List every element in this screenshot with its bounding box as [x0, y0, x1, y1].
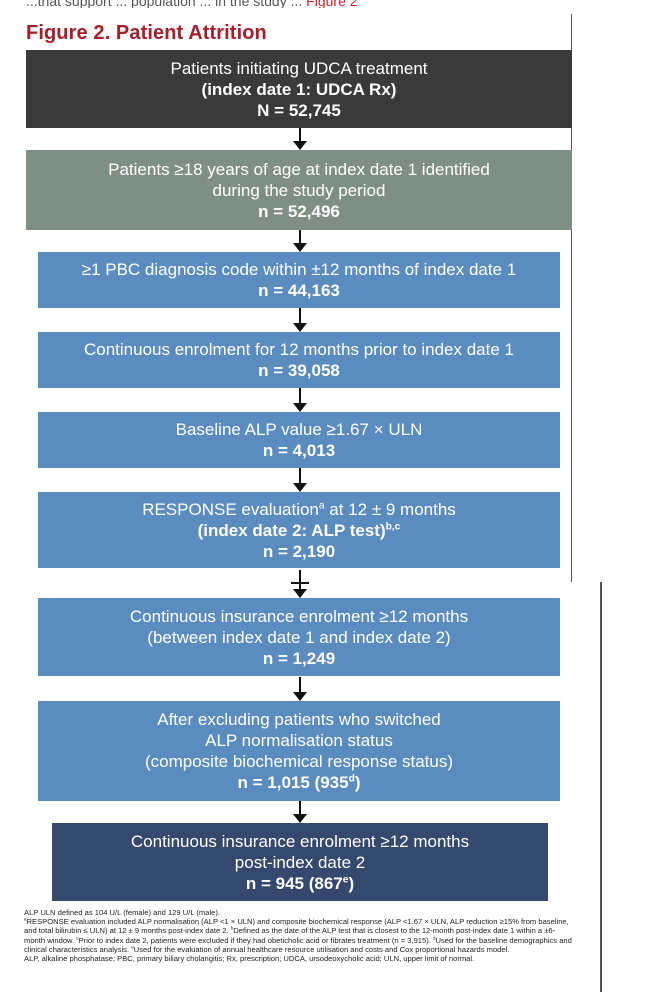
box-line: ≥1 PBC diagnosis code within ±12 months … [81, 260, 517, 279]
box-pbc-diagnosis: ≥1 PBC diagnosis code within ±12 months … [38, 252, 560, 308]
box-line: Baseline ALP value ≥1.67 × ULN [175, 420, 423, 439]
footnote-marker: d [348, 773, 355, 785]
top-cropped-text: ...that support ... population ... in th… [26, 0, 586, 8]
box-line-bold: (index date 1: UDCA Rx) [201, 79, 397, 99]
box-line: Continuous enrolment for 12 months prior… [84, 340, 514, 359]
footnote-marker: a [24, 916, 27, 922]
arrow-down [290, 308, 310, 332]
box-line: during the study period [212, 180, 386, 200]
box-insurance-enrolment-between: Continuous insurance enrolment ≥12 month… [38, 598, 560, 676]
arrow-down [290, 677, 310, 701]
arrow-down [290, 570, 310, 598]
box-line: Patients ≥18 years of age at index date … [108, 159, 490, 179]
box-count: n = 945 (867e) [246, 873, 354, 894]
arrow-down [290, 801, 310, 823]
box-line: Continuous insurance enrolment ≥12 month… [130, 831, 470, 851]
box-line: After excluding patients who switched [157, 710, 441, 729]
box-line-text: (index date 2: ALP test) [197, 520, 386, 540]
box-count: N = 52,745 [257, 100, 341, 120]
box-line-bold: (index date 2: ALP test)b,c [198, 520, 401, 541]
footnote-line: ALP ULN defined as 104 U/L (female) and … [24, 908, 220, 917]
footnote-text: Used for the evaluation of annual health… [133, 944, 510, 954]
top-cropped-text-body: ...that support ... population ... in th… [26, 0, 303, 8]
arrow-down [290, 128, 310, 150]
figure-title: Figure 2. Patient Attrition [26, 22, 267, 44]
figure-frame-top [0, 14, 572, 582]
box-line: (composite biochemical response status) [144, 752, 454, 771]
footnote-text: Defined as the date of the ALP test that… [24, 926, 556, 945]
box-count: n = 4,013 [262, 441, 336, 460]
box-line: (between index date 1 and index date 2) [147, 627, 451, 647]
box-count-end: ) [348, 873, 355, 893]
box-count: n = 52,496 [258, 201, 340, 221]
footnote-marker: b [230, 925, 234, 931]
footnote-text: RESPONSE evaluation included ALP normali… [24, 917, 569, 936]
footnote-paragraph: aRESPONSE evaluation included ALP normal… [24, 917, 574, 954]
box-insurance-enrolment-post: Continuous insurance enrolment ≥12 month… [52, 823, 548, 901]
box-count: n = 44,163 [258, 281, 340, 300]
box-count-text: n = 1,015 (935 [237, 773, 349, 792]
box-line: Continuous insurance enrolment ≥12 month… [129, 606, 469, 626]
footnote-marker: d [433, 935, 436, 941]
box-count: n = 39,058 [258, 361, 340, 380]
arrow-down [290, 230, 310, 252]
box-line-text: at 12 ± 9 months [324, 499, 456, 519]
footnote-text: Used for the baseline demographics and c… [24, 935, 572, 954]
figure-frame-bottom [0, 582, 602, 992]
box-count-end: ) [354, 773, 361, 792]
footnote-marker: e [342, 873, 349, 885]
box-line: ALP normalisation status [205, 731, 393, 750]
footnote-text: Prior to index date 2, patients were exc… [78, 935, 433, 945]
box-line: RESPONSE evaluationa at 12 ± 9 months [142, 499, 456, 520]
arrow-down [290, 468, 310, 492]
box-exclude-switched: After excluding patients who switched AL… [38, 701, 560, 801]
footnotes: ALP ULN defined as 104 U/L (female) and … [24, 908, 574, 963]
top-cropped-figure-ref: Figure 2 [306, 0, 358, 8]
box-line: post-index date 2 [234, 852, 366, 872]
footnote-marker: a [318, 499, 325, 511]
box-count: n = 1,249 [262, 648, 336, 668]
box-response-evaluation: RESPONSE evaluationa at 12 ± 9 months (i… [38, 492, 560, 568]
footnote-marker: b,c [385, 520, 401, 532]
box-count: n = 2,190 [262, 541, 336, 561]
box-count-text: n = 945 (867 [245, 873, 343, 893]
arrow-down [290, 388, 310, 412]
box-line-text: RESPONSE evaluation [142, 499, 319, 519]
box-line: Patients initiating UDCA treatment [170, 58, 428, 78]
footnote-abbreviations: ALP, alkaline phosphatase; PBC, primary … [24, 954, 475, 964]
box-age-filter: Patients ≥18 years of age at index date … [26, 150, 572, 230]
box-baseline-alp: Baseline ALP value ≥1.67 × ULN n = 4,013 [38, 412, 560, 468]
box-prior-enrolment: Continuous enrolment for 12 months prior… [38, 332, 560, 388]
footnote-marker: c [76, 935, 79, 941]
footnote-marker: e [131, 944, 134, 950]
box-udca-initiation: Patients initiating UDCA treatment (inde… [26, 50, 572, 128]
box-count: n = 1,015 (935d) [238, 772, 361, 793]
